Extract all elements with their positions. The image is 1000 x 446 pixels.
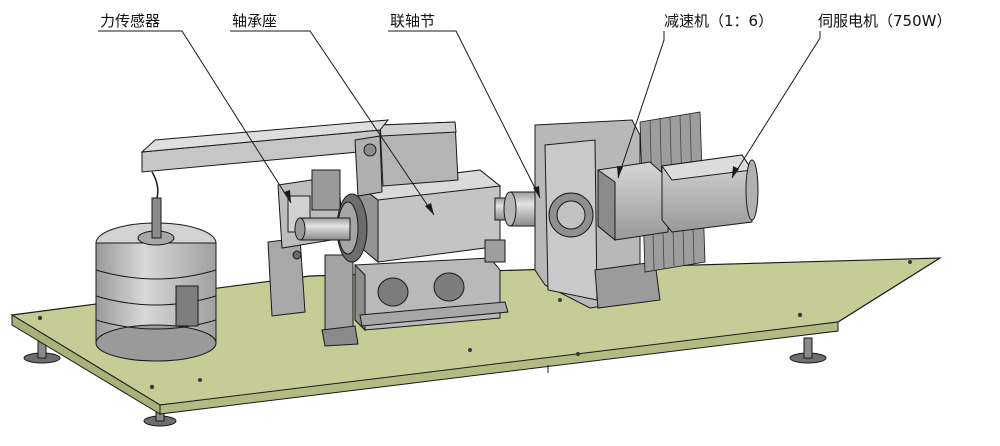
weight-stack [95, 171, 217, 362]
leader-reducer [617, 31, 665, 179]
bearing-housing [356, 169, 506, 264]
shaft-flange [294, 193, 368, 263]
leader-coupling [388, 30, 541, 199]
base-plate [10, 257, 943, 415]
label-bearing-seat: 轴承座 [232, 12, 278, 30]
leader-bearing-seat [230, 30, 435, 216]
servo-motor [661, 154, 759, 233]
leader-force-sensor [98, 30, 292, 204]
leveling-feet [23, 337, 827, 427]
leader-lines [98, 30, 821, 216]
leader-arrowheads [284, 166, 739, 215]
label-servo-motor: 伺服电机（750W） [818, 12, 952, 30]
reducer [597, 161, 669, 242]
label-coupling: 联轴节 [390, 12, 436, 30]
motor-bracket [534, 119, 661, 309]
foot-front-left [23, 339, 61, 364]
lever-arm [140, 119, 390, 197]
support-frame [379, 121, 459, 187]
leader-servo-motor [731, 31, 821, 179]
label-force-sensor: 力传感器 [100, 12, 161, 30]
label-reducer: 减速机（1：6） [664, 12, 774, 30]
bearing-pedestal [354, 257, 509, 332]
foot-front-right [789, 337, 827, 364]
